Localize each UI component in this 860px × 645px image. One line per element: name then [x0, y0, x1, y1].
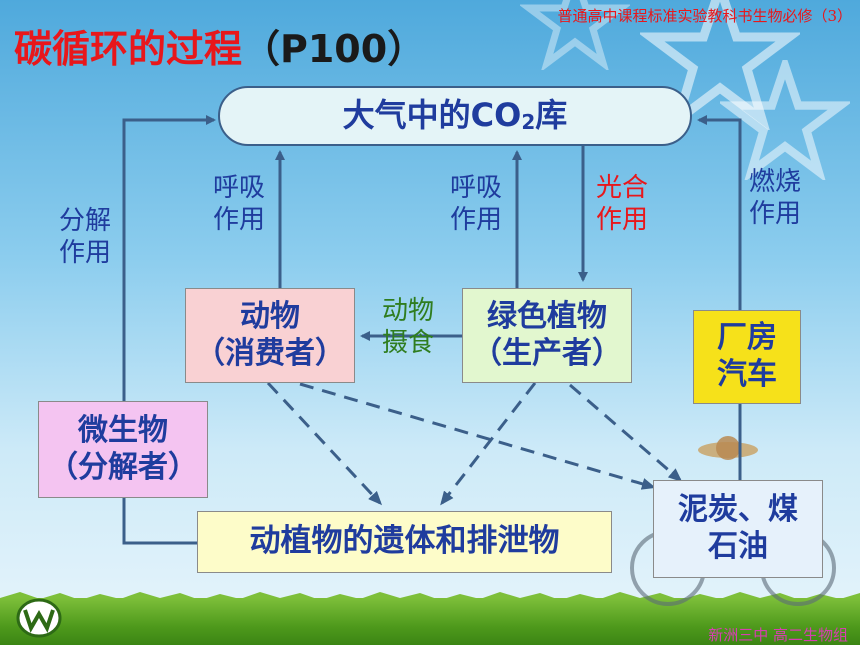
factory-label: 厂房: [717, 320, 777, 356]
dashed-arrow-plants-fossil: [569, 383, 683, 482]
star-decoration-icon: [520, 0, 630, 70]
dashed-arrow-animals-remains: [266, 381, 383, 506]
atmosphere-label-subscript: 2: [521, 109, 536, 134]
plant-respiration-label: 呼吸 作用: [441, 173, 511, 236]
ingestion-line1: 动物: [381, 296, 434, 326]
atmosphere-label-prefix: 大气中的CO: [342, 96, 522, 135]
remains-excreta-node: 动植物的遗体和排泄物: [197, 511, 612, 573]
source-note: 普通高中课程标准实验教科书生物必修（3）: [557, 7, 852, 25]
animals-label: 动物: [240, 298, 300, 334]
ingestion-label: 动物 摄食: [373, 296, 443, 359]
factory-vehicles-node: 厂房 汽车: [693, 310, 801, 404]
decomposition-line2: 作用: [58, 237, 111, 268]
consumers-label: （消费者）: [195, 335, 345, 371]
page-reference: （P100）: [242, 27, 426, 71]
plants-producers-node: 绿色植物 （生产者）: [462, 288, 632, 383]
dashed-arrow-plants-remains: [440, 382, 537, 506]
petroleum-label: 石油: [708, 529, 768, 564]
microbes-label: 微生物: [78, 412, 168, 448]
slide-title: 碳循环的过程（P100）: [14, 18, 425, 73]
animals-consumers-node: 动物 （消费者）: [185, 288, 355, 383]
star-decoration-icon: [640, 0, 800, 130]
animal-respiration-line1: 呼吸: [212, 173, 265, 203]
animal-respiration-label: 呼吸 作用: [204, 173, 274, 236]
school-logo-icon: [16, 598, 62, 638]
dashed-arrow-animals-fossil: [299, 382, 656, 490]
footer-school: 新洲三中 高二生物组: [708, 626, 848, 644]
peat-coal-label: 泥炭、煤: [678, 492, 798, 528]
arrow-combustion: [697, 115, 742, 312]
animal-respiration-line2: 作用: [212, 204, 265, 235]
remains-label: 动植物的遗体和排泄物: [249, 523, 560, 560]
photosynthesis-line1: 光合: [595, 173, 648, 203]
combustion-line2: 作用: [748, 198, 801, 229]
plant-respiration-line1: 呼吸: [449, 173, 502, 203]
decomposition-label: 分解 作用: [50, 206, 120, 269]
vehicles-label: 汽车: [717, 357, 777, 392]
plant-respiration-line2: 作用: [449, 204, 502, 235]
arrow-decomposition: [122, 115, 216, 545]
producers-label: （生产者）: [472, 335, 622, 371]
atmosphere-label-suffix: 库: [535, 96, 568, 135]
combustion-label: 燃烧 作用: [737, 167, 813, 230]
title-main: 碳循环的过程: [14, 27, 243, 71]
decomposition-line1: 分解: [58, 206, 111, 236]
plants-label: 绿色植物: [487, 298, 607, 334]
microbes-decomposers-node: 微生物 （分解者）: [38, 401, 208, 498]
photosynthesis-line2: 作用: [595, 204, 648, 235]
decomposers-label: （分解者）: [48, 449, 198, 485]
grass-ground: [0, 598, 860, 645]
combustion-line1: 燃烧: [748, 167, 801, 197]
ingestion-line2: 摄食: [381, 327, 434, 358]
photosynthesis-label: 光合 作用: [587, 173, 657, 236]
star-decoration-icon: [720, 60, 850, 180]
fossil-fuels-node: 泥炭、煤 石油: [653, 480, 823, 578]
